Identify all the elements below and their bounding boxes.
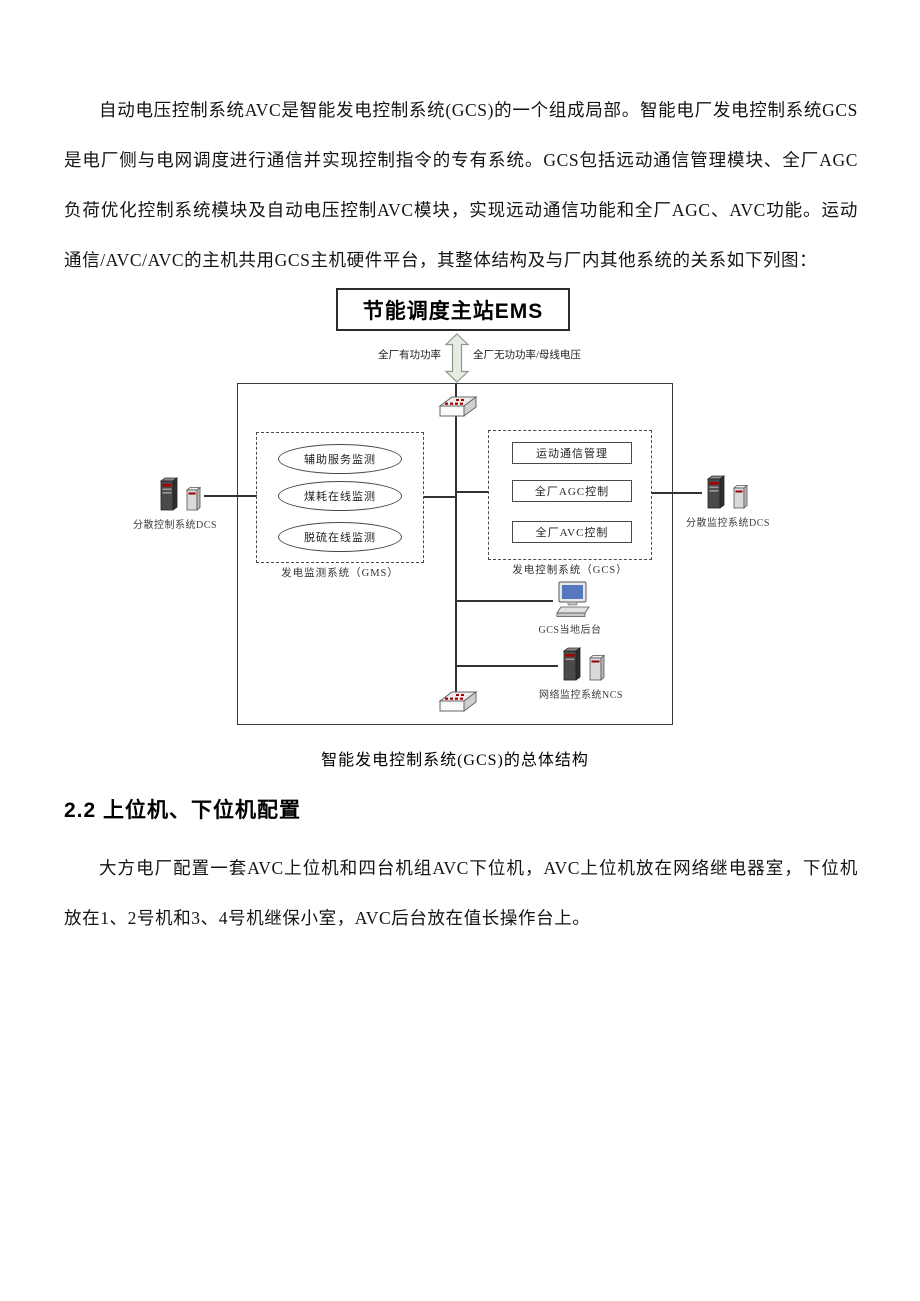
double-arrow-icon [444, 333, 470, 383]
ncs-label: 网络监控系统NCS [539, 690, 623, 701]
arrow-label-active-power: 全厂有功功率 [378, 350, 441, 361]
connector-ncs [457, 665, 558, 667]
connector-dcs-right [652, 492, 702, 494]
connector-gms [424, 496, 456, 498]
connector-backend [457, 600, 553, 602]
dcs-right-servers-icon [700, 473, 756, 515]
ems-master-station-box: 节能调度主站EMS [336, 288, 570, 331]
gcs-module-agc: 全厂AGC控制 [512, 480, 632, 502]
paragraph-intro: 自动电压控制系统AVC是智能发电控制系统(GCS)的一个组成局部。智能电厂发电控… [64, 100, 858, 270]
gcs-module-avc: 全厂AVC控制 [512, 521, 632, 543]
gms-group-box [256, 432, 424, 563]
network-switch-top-icon [434, 394, 478, 424]
dcs-left-servers-icon [153, 475, 209, 517]
gms-module-aux-service: 辅助服务监测 [278, 444, 402, 474]
ncs-servers-icon [556, 645, 612, 687]
dcs-right-label: 分散监控系统DCS [686, 518, 770, 529]
gcs-module-telecontrol: 运动通信管理 [512, 442, 632, 464]
gcs-group-box [488, 430, 652, 560]
arrow-label-reactive-power: 全厂无功功率/母线电压 [473, 350, 581, 361]
gms-module-coal-monitor: 煤耗在线监测 [278, 481, 402, 511]
figure-caption: 智能发电控制系统(GCS)的总体结构 [321, 752, 589, 769]
gms-group-label: 发电监测系统（GMS） [281, 568, 399, 579]
workstation-label: GCS当地后台 [538, 625, 602, 636]
gcs-group-label: 发电控制系统（GCS） [512, 565, 628, 576]
connector-dcs-left [204, 495, 257, 497]
gms-module-desulfur-monitor: 脱硫在线监测 [278, 522, 402, 552]
network-bus-line [455, 384, 457, 702]
connector-gcs [457, 491, 489, 493]
section-heading: 2.2 上位机、下位机配置 [64, 799, 302, 822]
dcs-left-label: 分散控制系统DCS [133, 520, 217, 531]
paragraph-config: 大方电厂配置一套AVC上位机和四台机组AVC下位机，AVC上位机放在网络继电器室… [64, 858, 858, 928]
workstation-icon [550, 581, 594, 621]
network-switch-bottom-icon [434, 689, 478, 719]
